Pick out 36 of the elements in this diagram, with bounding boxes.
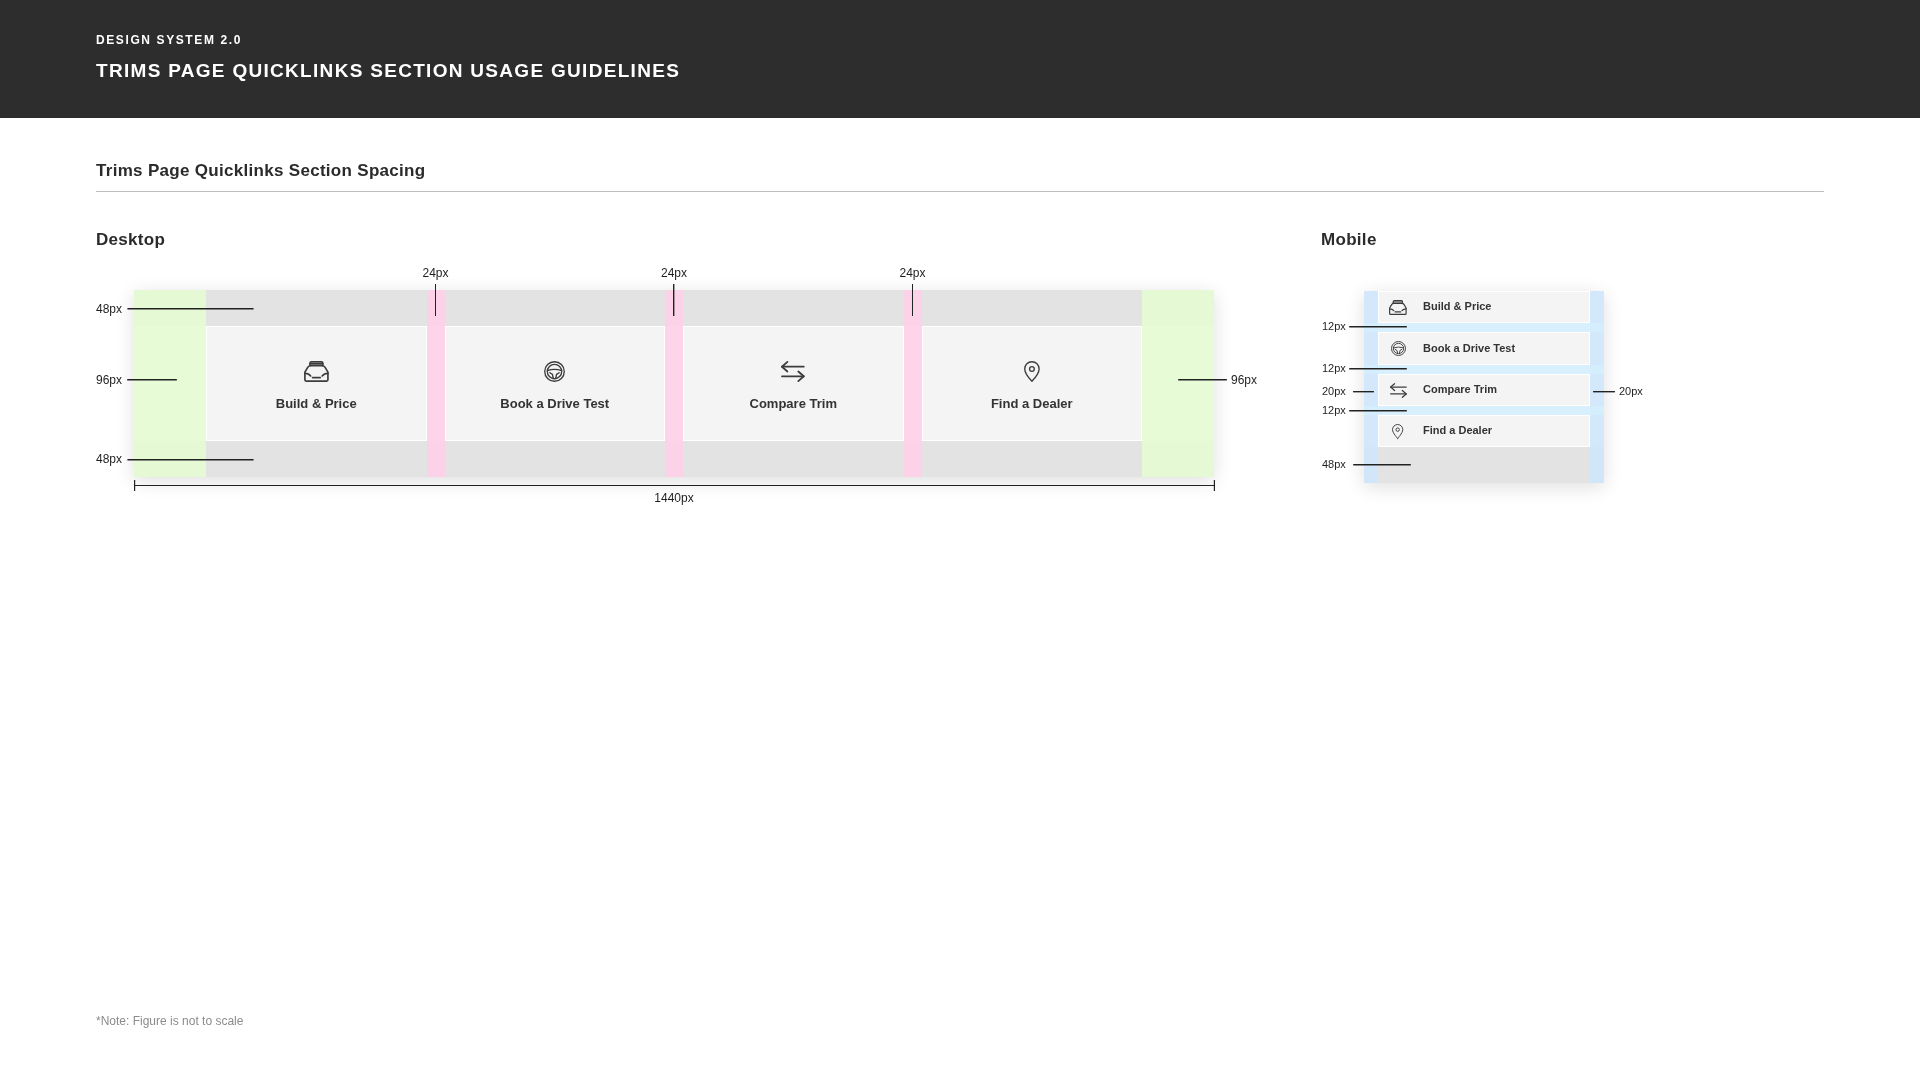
dimension-label: 20px — [1619, 385, 1643, 399]
link-label: Compare Trim — [749, 396, 837, 412]
link-label: Book a Drive Test — [1423, 341, 1516, 356]
link-label: Find a Dealer — [990, 396, 1073, 412]
dimension-label: 48px — [96, 301, 123, 317]
dimension-label: 12px — [1322, 404, 1346, 418]
dimension-label: 24px — [899, 265, 926, 281]
quicklink-card — [206, 326, 427, 441]
link-label: Find a Dealer — [1423, 424, 1493, 438]
link-label: Build & Price — [1423, 300, 1492, 314]
quicklink-card — [1378, 332, 1590, 365]
page-title: TRIMS PAGE QUICKLINKS SECTION USAGE GUIDELINES — [96, 59, 681, 83]
dimension-label: 48px — [1322, 458, 1346, 472]
dimension-label: 96px — [96, 372, 123, 388]
overline-text: DESIGN SYSTEM 2.0 — [96, 32, 242, 48]
dimension-label: 20px — [1322, 385, 1346, 399]
dimension-label: 24px — [422, 265, 449, 281]
quicklink-card — [683, 326, 904, 441]
dimension-label: 12px — [1322, 320, 1346, 334]
section-heading: Trims Page Quicklinks Section Spacing — [96, 160, 426, 182]
dimension-label: 1440px — [654, 490, 694, 506]
link-label: Compare Trim — [1423, 383, 1497, 397]
quicklink-card — [1378, 291, 1590, 323]
dimension-label: 96px — [1231, 372, 1258, 388]
quicklink-card — [921, 326, 1142, 441]
quicklink-card — [1378, 374, 1590, 406]
quicklink-card — [1378, 415, 1590, 447]
panel-heading: Desktop — [96, 229, 166, 251]
link-label: Book a Drive Test — [500, 396, 610, 412]
panel-heading: Mobile — [1321, 229, 1377, 251]
footnote: *Note: Figure is not to scale — [96, 1013, 244, 1029]
link-label: Build & Price — [275, 396, 357, 412]
dimension-label: 12px — [1322, 362, 1346, 376]
dimension-label: 24px — [661, 265, 687, 281]
dimension-label: 48px — [96, 451, 123, 467]
quicklink-card — [444, 326, 665, 441]
